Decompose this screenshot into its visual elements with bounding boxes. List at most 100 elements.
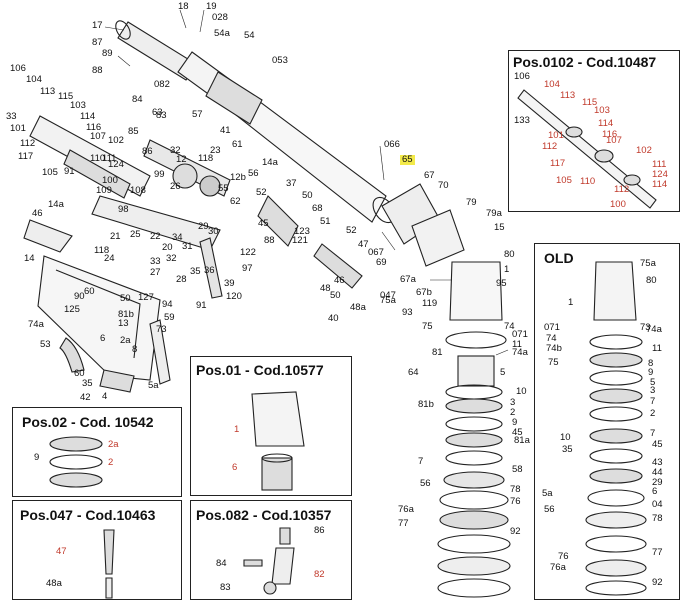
part-label-main: 59 bbox=[164, 312, 175, 323]
part-label-pos02: 2a bbox=[108, 439, 119, 450]
pos047-drawing bbox=[103, 529, 115, 599]
part-label-main: 5 bbox=[500, 367, 506, 378]
part-label-pos0102: 112 bbox=[542, 141, 558, 152]
part-label-main: 2a bbox=[120, 335, 131, 346]
part-label-main: 110 bbox=[90, 153, 106, 164]
part-label-old: 2 bbox=[650, 408, 656, 419]
part-label-pos0102: 117 bbox=[550, 158, 566, 169]
part-label-main: 23 bbox=[210, 145, 221, 156]
part-label-main: 95 bbox=[496, 278, 507, 289]
part-label-main: 42 bbox=[80, 392, 91, 403]
part-label-main: 39 bbox=[224, 278, 235, 289]
part-label-main: 20 bbox=[162, 242, 173, 253]
leader-lines bbox=[104, 9, 509, 356]
part-label-pos02: 2 bbox=[108, 457, 114, 468]
part-label-main: 50 bbox=[302, 190, 313, 201]
part-label-main: 14a bbox=[48, 199, 64, 210]
part-label-main: 40 bbox=[328, 313, 339, 324]
part-label-main: 112 bbox=[20, 138, 36, 149]
part-label-main: 84 bbox=[132, 94, 143, 105]
part-label-pos0102: 113 bbox=[560, 90, 576, 101]
part-label-pos0102: 133 bbox=[514, 115, 530, 126]
part-label-main: 60 bbox=[84, 286, 95, 297]
part-label-pos0102: 124 bbox=[652, 169, 668, 180]
part-label-main: 103 bbox=[70, 100, 86, 111]
part-label-main: 85 bbox=[128, 126, 139, 137]
part-label-main: 8 bbox=[132, 344, 138, 355]
part-label-old: 5 bbox=[650, 377, 656, 388]
part-label-pos047: 47 bbox=[56, 546, 67, 557]
part-label-main: 102 bbox=[108, 135, 124, 146]
part-label-main: 104 bbox=[26, 74, 42, 85]
part-label-old: 75 bbox=[548, 357, 559, 368]
part-label-main: 53 bbox=[40, 339, 51, 350]
part-label-main: 78 bbox=[510, 484, 521, 495]
part-label-main: 74a bbox=[28, 319, 44, 330]
part-label-main: 91 bbox=[196, 300, 207, 311]
pos0102-drawing bbox=[517, 89, 657, 209]
inset-pos01 bbox=[190, 356, 352, 496]
part-label-main: 63 bbox=[152, 107, 163, 118]
part-label-main: 32 bbox=[166, 253, 177, 264]
part-label-old: 5a bbox=[542, 488, 553, 499]
part-label-pos01: 1 bbox=[234, 424, 240, 435]
part-label-main: 47 bbox=[358, 239, 369, 250]
part-label-main: 93 bbox=[402, 307, 413, 318]
part-label-main: 46 bbox=[32, 208, 43, 219]
part-label-main: 124 bbox=[108, 159, 124, 170]
part-label-old: 3 bbox=[650, 385, 656, 396]
part-label-main: 19 bbox=[206, 1, 217, 12]
part-label-main: 107 bbox=[90, 131, 106, 142]
part-label-main: 34 bbox=[172, 232, 183, 243]
part-label-main: 24 bbox=[104, 253, 115, 264]
part-label-pos0102: 110 bbox=[580, 176, 596, 187]
part-label-main: 48 bbox=[320, 283, 331, 294]
part-label-main: 108 bbox=[130, 185, 146, 196]
part-label-old: 7 bbox=[650, 396, 656, 407]
part-label-old: 10 bbox=[560, 432, 571, 443]
part-label-old: 9 bbox=[648, 367, 654, 378]
part-label-old: 45 bbox=[652, 439, 663, 450]
part-label-main: 91 bbox=[64, 166, 75, 177]
part-label-old: 35 bbox=[562, 444, 573, 455]
part-label-old: 11 bbox=[652, 343, 662, 354]
part-label-pos082: 82 bbox=[314, 569, 325, 580]
title-pos01: Pos.01 - Cod.10577 bbox=[196, 362, 324, 378]
part-label-main: 14 bbox=[24, 253, 35, 264]
pos082-drawing bbox=[243, 527, 295, 595]
part-label-main: 88 bbox=[92, 65, 103, 76]
part-label-main: 94 bbox=[162, 299, 173, 310]
pos02-drawing bbox=[49, 436, 103, 488]
part-label-old: 75a bbox=[640, 258, 656, 269]
part-label-main: 4 bbox=[102, 391, 108, 402]
part-label-main: 22 bbox=[150, 231, 161, 242]
part-label-main: 77 bbox=[398, 518, 409, 529]
part-label-main: 51 bbox=[320, 216, 331, 227]
part-label-main: 74 bbox=[504, 321, 515, 332]
part-label-main: 11 bbox=[512, 339, 522, 350]
part-label-main: 64 bbox=[408, 367, 419, 378]
part-label-main: 41 bbox=[220, 125, 231, 136]
part-label-main: 29 bbox=[198, 221, 209, 232]
part-label-old: 04 bbox=[652, 499, 663, 510]
part-label-main: 36 bbox=[204, 265, 215, 276]
left-mechanism bbox=[23, 115, 363, 393]
part-label-pos082: 84 bbox=[216, 558, 227, 569]
part-label-main: 35 bbox=[82, 378, 93, 389]
part-label-main: 54 bbox=[244, 30, 255, 41]
part-label-pos0102: 114 bbox=[652, 179, 668, 190]
part-label-pos0102: 112 bbox=[614, 184, 630, 195]
part-label-main: 54a bbox=[214, 28, 230, 39]
part-label-main: 74a bbox=[512, 347, 528, 358]
part-label-main: 115 bbox=[58, 91, 74, 102]
part-label-old: 56 bbox=[544, 504, 555, 515]
part-label-main: 31 bbox=[182, 241, 193, 252]
part-label-pos082: 86 bbox=[314, 525, 325, 536]
old-drawing bbox=[585, 261, 647, 596]
part-label-main: 98 bbox=[118, 204, 129, 215]
part-label-main: 57 bbox=[192, 109, 203, 120]
part-label-main: 67b bbox=[416, 287, 432, 298]
part-label-main: 101 bbox=[10, 123, 26, 134]
part-label-old: 80 bbox=[646, 275, 657, 286]
